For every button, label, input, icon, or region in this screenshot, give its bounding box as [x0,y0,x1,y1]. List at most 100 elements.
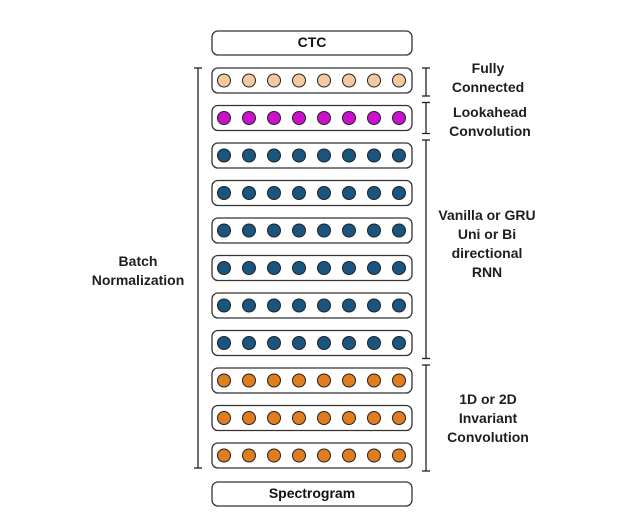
neuron-node [342,298,356,313]
neuron-node [217,111,231,125]
neuron-node [242,111,256,125]
neuron-node [367,111,381,125]
layer-row-rnn [211,142,413,169]
neuron-node [267,411,281,425]
neuron-node [342,73,356,88]
neuron-node [342,448,356,463]
neuron-node [292,111,306,125]
neuron-node [367,223,381,238]
neuron-node [317,298,331,313]
neuron-node [242,186,256,200]
brackets [194,67,430,472]
neuron-node [242,148,256,163]
bracket-rnn [422,139,430,360]
rnn-label: Vanilla or GRU Uni or Bi directional RNN [438,207,536,280]
neuron-node [342,148,356,163]
neuron-node [342,223,356,238]
spectrogram-label: Spectrogram [268,485,356,501]
neuron-node [267,186,281,200]
neuron-node [292,373,306,388]
neuron-node [317,336,331,350]
spectrogram-box [211,481,413,507]
neuron-node [392,148,406,163]
layer-box [211,179,413,207]
layer-row-rnn [211,254,413,282]
neuron-node [292,298,306,313]
neuron-node [317,373,331,388]
layer-stack [211,67,413,469]
neuron-node [342,186,356,200]
neuron-node [242,411,256,425]
neuron-node [292,336,306,350]
neuron-node [392,298,406,313]
layer-row-lookahead [211,104,413,132]
bracket-convolution [422,364,430,472]
layer-box [211,329,413,357]
layer-row-conv [211,367,413,394]
neuron-node [217,186,231,200]
layer-box [211,217,413,244]
neuron-node [217,336,231,350]
ctc-label: CTC [297,34,327,50]
neuron-node [267,111,281,125]
lookahead-convolution-label: Lookahead Convolution [449,104,531,139]
layer-box [211,292,413,319]
neuron-node [242,373,256,388]
neuron-node [392,223,406,238]
neuron-node [267,298,281,313]
convolution-label: 1D or 2D Invariant Convolution [447,391,529,445]
neuron-node [392,336,406,350]
neuron-node [317,448,331,463]
neuron-node [292,261,306,275]
neuron-node [267,73,281,88]
bracket-fully-connected [422,67,430,97]
neuron-node [217,298,231,313]
layer-row-fully_connected [211,67,413,94]
neuron-node [367,336,381,350]
neuron-node [267,336,281,350]
layer-row-conv [211,404,413,432]
layer-row-rnn [211,217,413,244]
neuron-node [367,148,381,163]
layer-box [211,142,413,169]
neuron-node [317,111,331,125]
neuron-node [367,448,381,463]
neuron-node [267,448,281,463]
neuron-node [242,261,256,275]
neuron-node [317,186,331,200]
neuron-node [342,373,356,388]
neuron-node [392,448,406,463]
layer-box [211,104,413,132]
neuron-node [267,223,281,238]
neuron-node [367,373,381,388]
neuron-node [267,261,281,275]
neuron-node [392,73,406,88]
neuron-node [317,148,331,163]
neuron-node [217,73,231,88]
neuron-node [242,336,256,350]
neuron-node [242,73,256,88]
neuron-node [217,448,231,463]
neuron-node [367,73,381,88]
bracket-batch-normalization [194,67,202,469]
neuron-node [292,186,306,200]
neuron-node [217,148,231,163]
neuron-node [267,373,281,388]
layer-box [211,442,413,469]
neuron-node [367,186,381,200]
neuron-node [342,411,356,425]
layer-box [211,404,413,432]
layer-box [211,367,413,394]
ctc-box [211,30,413,56]
neuron-node [292,223,306,238]
neuron-node [367,261,381,275]
layer-row-conv [211,442,413,469]
neuron-node [217,261,231,275]
neuron-node [292,411,306,425]
neuron-node [342,336,356,350]
fully-connected-label: Fully Connected [451,60,525,95]
neuron-node [317,223,331,238]
neuron-node [392,186,406,200]
neuron-node [242,448,256,463]
